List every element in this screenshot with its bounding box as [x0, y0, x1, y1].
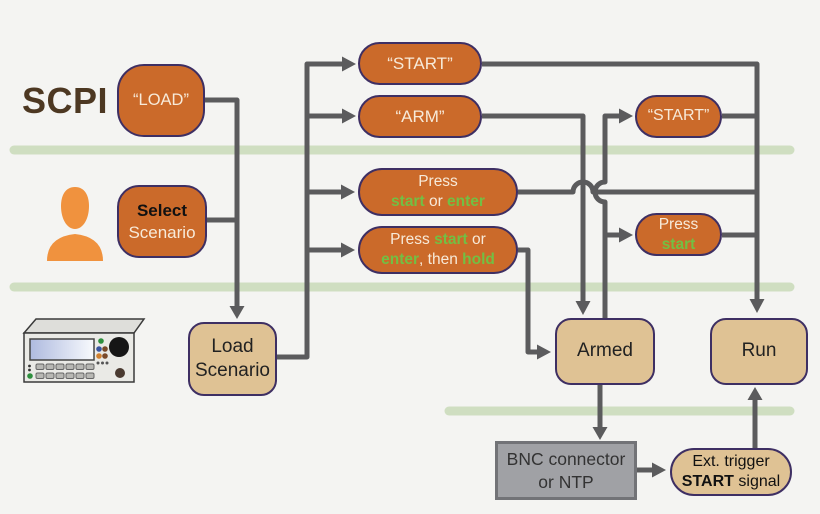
node-press-start: Press start [635, 213, 722, 256]
node-load-scenario: Load Scenario [188, 322, 277, 396]
edge-press-hold-to-armed [518, 247, 551, 360]
start-command-label: “START” [387, 53, 453, 73]
bnc-line2: or NTP [538, 471, 594, 492]
armed-label: Armed [577, 340, 633, 362]
node-ext-trigger-start-signal: Ext. trigger START signal [670, 448, 792, 496]
press-hold-enter: enter [381, 251, 420, 268]
load-command-label: “LOAD” [133, 90, 189, 109]
edge-press-start-enter-to-run [518, 179, 757, 195]
edge-arm-command-to-armed [482, 113, 591, 315]
ext-trigger-signal: signal [733, 473, 781, 490]
node-armed-state: Armed [555, 318, 655, 385]
start-command-2-label: “START” [647, 107, 710, 125]
run-label: Run [741, 340, 777, 362]
instrument-icon [14, 316, 148, 391]
node-press-start-or-enter: Press start or enter [358, 168, 518, 216]
edge-ext-trigger-to-run [747, 387, 763, 448]
load-scenario-line1: Load [211, 335, 254, 357]
bnc-line1: BNC connector [506, 449, 626, 470]
node-arm-command: “ARM” [358, 95, 482, 138]
ext-trigger-line1: Ext. trigger [692, 452, 770, 470]
press-hold-line1: Press start or [390, 230, 486, 250]
edge-load-scenario-distributor [277, 56, 356, 360]
press-start-or-enter-enter: enter [447, 193, 485, 210]
press-start-or-enter-start: start [391, 193, 425, 210]
node-start-command-2: “START” [635, 95, 722, 138]
press-start-or-enter-line1: Press [418, 173, 458, 191]
edge-load-to-load-scenario [203, 97, 245, 319]
edge-armed-to-start2-and-press-start [592, 108, 633, 318]
edge-armed-to-bnc [592, 385, 608, 440]
press-hold-press: Press [390, 231, 435, 249]
press-hold-or: or [467, 231, 486, 249]
ext-trigger-start: START [681, 473, 734, 490]
node-start-command: “START” [358, 42, 482, 85]
node-load-command: “LOAD” [117, 64, 205, 137]
edge-start-command-to-run [482, 61, 765, 313]
node-run-state: Run [710, 318, 808, 385]
press-start-or-enter-line2: start or enter [391, 192, 485, 212]
arm-command-label: “ARM” [395, 106, 445, 126]
press-hold-then: , then [419, 251, 463, 268]
press-start-or-enter-or: or [424, 193, 448, 210]
press-start-line2: start [661, 235, 696, 253]
load-scenario-line2: Scenario [195, 360, 270, 381]
person-icon [44, 184, 106, 267]
node-press-start-enter-then-hold: Press start or enter, then hold [358, 226, 518, 274]
press-start-line1: Press [658, 215, 699, 233]
scpi-label: SCPI [22, 80, 109, 121]
press-hold-hold: hold [462, 251, 495, 268]
node-select-scenario: Select Scenario [117, 185, 207, 258]
select-scenario-line1: Select [136, 200, 188, 220]
press-hold-line2: enter, then hold [381, 250, 495, 270]
press-hold-start: start [434, 231, 468, 249]
node-bnc-connector-or-ntp: BNC connector or NTP [495, 441, 637, 500]
ext-trigger-line2: START signal [682, 472, 780, 492]
select-scenario-line2: Scenario [128, 222, 196, 242]
separator-bands [9, 145, 795, 416]
edge-bnc-to-ext-trigger [637, 462, 666, 478]
